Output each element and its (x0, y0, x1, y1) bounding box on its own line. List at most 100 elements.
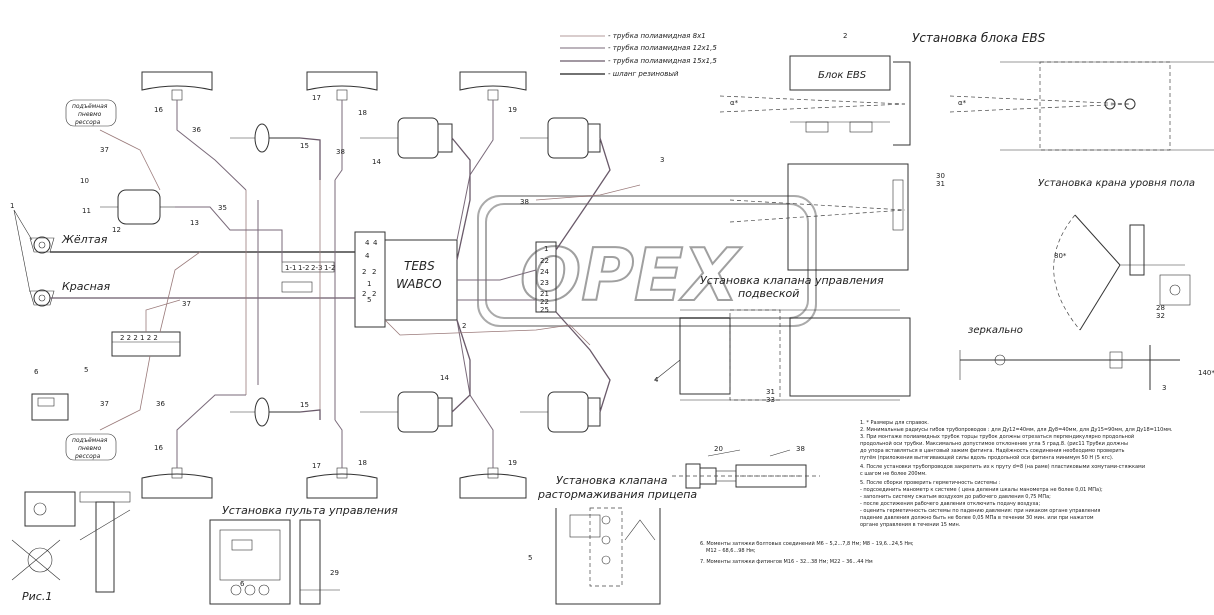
fig1-detail (11, 491, 131, 593)
note-line: продольной оси трубки. Максимально допус… (860, 440, 1128, 447)
callout-18b: 18 (358, 459, 367, 467)
brake-chamber-bottom-left (230, 397, 300, 427)
valve-port: 1-2 (324, 264, 335, 272)
callout-17: 17 (312, 94, 321, 102)
callout-14b: 14 (440, 374, 449, 382)
callout-6b: 6 (240, 580, 245, 588)
suspension-valve-title-1: Установка клапана управления (700, 274, 884, 287)
wheel-bottom-left (141, 467, 213, 499)
callout-37c: 37 (182, 300, 191, 308)
callout-38: 38 (336, 148, 345, 156)
note-line: до упора вставляться в цанговый зажим фи… (860, 447, 1125, 454)
valve-port: 1-1 (285, 264, 296, 272)
brake-chamber-bottom-mid (360, 391, 453, 433)
valve-port: 2-3 (311, 264, 322, 272)
mirror-label: зеркально (968, 325, 1023, 336)
callout-31b: 31 (766, 388, 775, 396)
floor-valve-title: Установка крана уровня пола (1038, 178, 1195, 189)
callout-29: 29 (330, 569, 339, 577)
note-line: 5. После сборки проверить герметичность … (860, 480, 1001, 486)
tebs-wabco-unit: TEBS WABCO 4 4 4 2 2 1 2 2 5 (354, 231, 458, 328)
modulator-port: 22 (540, 257, 549, 265)
torque-line: 7. Моменты затяжки фитингов М16 – 32...3… (700, 559, 873, 565)
brake-chamber-top-left (230, 123, 300, 153)
angle-dim: α* (730, 99, 739, 107)
wheel-top-left (141, 71, 213, 101)
valve-port: 1-2 (298, 264, 309, 272)
callout-19b: 19 (508, 459, 517, 467)
torque-line: 6. Моменты затяжки болтовых соединений М… (700, 540, 914, 547)
callout-16b: 16 (154, 444, 163, 452)
control-panel-title: Установка пульта управления (222, 504, 398, 517)
height-dim: 140* (1198, 369, 1214, 377)
left-valve-block: 1-1 1-2 2-3 1-2 (281, 261, 335, 293)
wheel-bottom-mid (306, 467, 378, 499)
callout-6: 6 (34, 368, 39, 376)
tag-text: подъёмная (72, 437, 108, 444)
brake-chamber-top-right (520, 117, 601, 159)
callout-10: 10 (80, 177, 89, 185)
tebs-port: 5 (367, 296, 371, 304)
ebs-install-title: Установка блока EBS (912, 31, 1046, 45)
suspension-valve-title-2: подвеской (738, 287, 799, 300)
height-dim: 80* (1054, 252, 1067, 260)
modulator-port: 22 (540, 298, 549, 306)
wabco-label: WABCO (396, 277, 442, 291)
trailer-release-valve-view (555, 507, 661, 605)
trailer-valve-title-2: растормаживания прицепа (537, 488, 697, 501)
legend-text-hose: - шланг резиновый (608, 70, 679, 78)
brake-chamber-bottom-right (520, 391, 601, 433)
callout-3: 3 (660, 156, 664, 164)
callout-18: 18 (358, 109, 367, 117)
modulator-port: 23 (540, 279, 549, 287)
tebs-port: 1 (367, 280, 371, 288)
callout-2: 2 (462, 322, 466, 330)
coupling-red-label: Красная (62, 280, 111, 293)
callout-3b: 3 (1162, 384, 1166, 392)
callout-38b: 38 (796, 445, 805, 453)
note-line: 3. При монтаже полиамидных трубок торцы … (860, 433, 1134, 440)
callout-5: 5 (84, 366, 88, 374)
angle-dim: α* (958, 99, 967, 107)
tebs-port: 2 (372, 290, 376, 298)
tag-text: пневмо (78, 111, 102, 118)
note-line: - заполнить систему сжатым воздухом до р… (860, 494, 1051, 500)
tebs-port: 4 (365, 252, 370, 260)
piping (50, 100, 641, 468)
distribution-valve: 2 2 2 1 2 2 (111, 331, 181, 357)
callout-1: 1 (10, 202, 14, 210)
callout-14: 14 (372, 158, 381, 166)
note-line: - подсоединить манометр к системе ( цена… (860, 487, 1103, 493)
callout-20: 20 (714, 445, 723, 453)
wheel-bottom-right (459, 467, 527, 499)
tebs-port: 2 (372, 268, 376, 276)
modulator-port: 21 (540, 290, 549, 298)
legend-text-8x1: - трубка полиамидная 8х1 (608, 32, 706, 40)
tebs-port: 4 (365, 239, 370, 247)
note-line: падение давления должно быть не более 0,… (860, 515, 1094, 521)
wheel-top-right (459, 71, 527, 101)
watermark: OPEX (477, 195, 817, 327)
tag-text: рессора (74, 119, 101, 126)
torque-notes: 6. Моменты затяжки болтовых соединений М… (700, 540, 914, 565)
legend: - трубка полиамидная 8х1 - трубка полиам… (560, 32, 717, 78)
callout-37b: 37 (100, 400, 109, 408)
note-line: органе управления в течении 15 мин. (860, 522, 961, 528)
note-line: путём (приложения вытягивающей силы вдол… (860, 454, 1114, 461)
fitting-detail (672, 449, 820, 489)
mirror-view: 140* (959, 345, 1214, 390)
lift-spring-tag-bottom: подъёмная пневмо рессора (65, 433, 117, 461)
floor-level-valve-view: 80* (1053, 214, 1191, 331)
fig-label: Рис.1 (22, 590, 52, 603)
ebs-block-label: Блок EBS (818, 70, 867, 81)
callout-17b: 17 (312, 462, 321, 470)
note-line: с шагом не более 200мм. (860, 471, 927, 477)
callout-36b: 36 (156, 400, 165, 408)
callout-5b: 5 (528, 554, 532, 562)
coupling-head-yellow (29, 236, 55, 254)
callout-33: 33 (766, 396, 775, 404)
callout-15b: 15 (300, 401, 309, 409)
callout-2b: 2 (843, 32, 847, 40)
modulator-port: 24 (540, 268, 549, 276)
note-line: 4. После установки трубопроводов закрепи… (860, 464, 1145, 470)
